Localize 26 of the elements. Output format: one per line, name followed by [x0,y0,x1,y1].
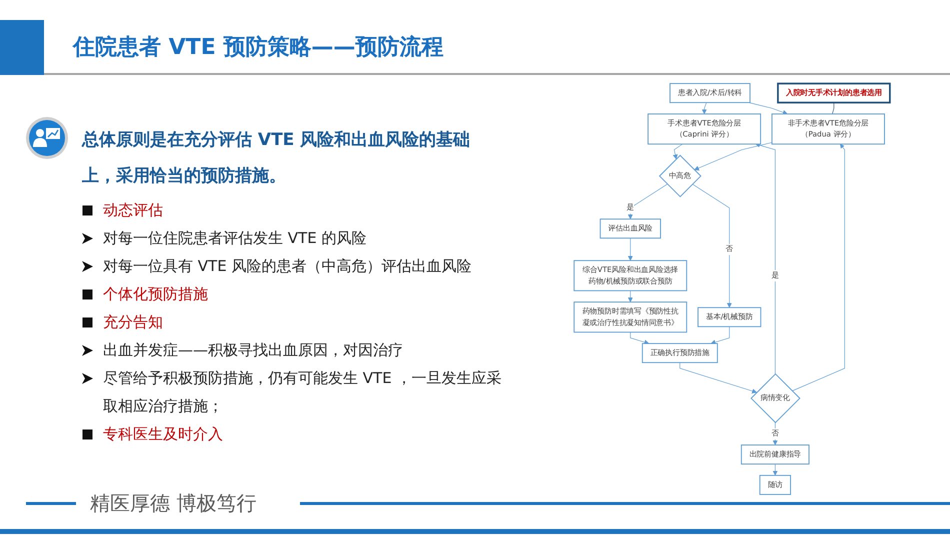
arrow [755,143,776,374]
connector-line [832,102,834,114]
list-item-text: 尽管给予积极预防措施，仍有可能发生 VTE ，一旦发生应采取相应治疗措施； [103,368,502,417]
arrow [692,184,732,308]
arrow [628,184,668,220]
list-item-text: 个体化预防措施 [103,284,208,305]
arrow [792,144,845,392]
arrow [710,326,730,345]
list-item-text: 专科医生及时介入 [103,424,223,445]
arrow [772,464,778,476]
arrow [680,362,757,394]
motto-text: 精医厚德 博极笃行 [90,490,256,516]
list-item-text: 对每一位住院患者评估发生 VTE 的风险 [103,228,366,249]
list-item-text: 充分告知 [103,312,163,333]
list-item-text: 对每一位具有 VTE 风险的患者（中高危）评估出血风险 [103,256,472,277]
principle-text: 总体原则是在充分评估 VTE 风险和出血风险的基础上，采用恰当的预防措施。 [82,129,472,188]
arrow [672,144,683,160]
arrow [630,332,650,345]
arrow [694,142,772,170]
slide-title: 住院患者 VTE 预防策略——预防流程 [73,34,444,62]
arrow [628,238,633,261]
arrow [702,102,707,114]
arrow [748,102,788,115]
list-item-text: 出血并发症——积极寻找出血原因，对因治疗 [103,340,403,361]
list-item-text: 动态评估 [103,200,163,221]
arrow [628,290,633,302]
